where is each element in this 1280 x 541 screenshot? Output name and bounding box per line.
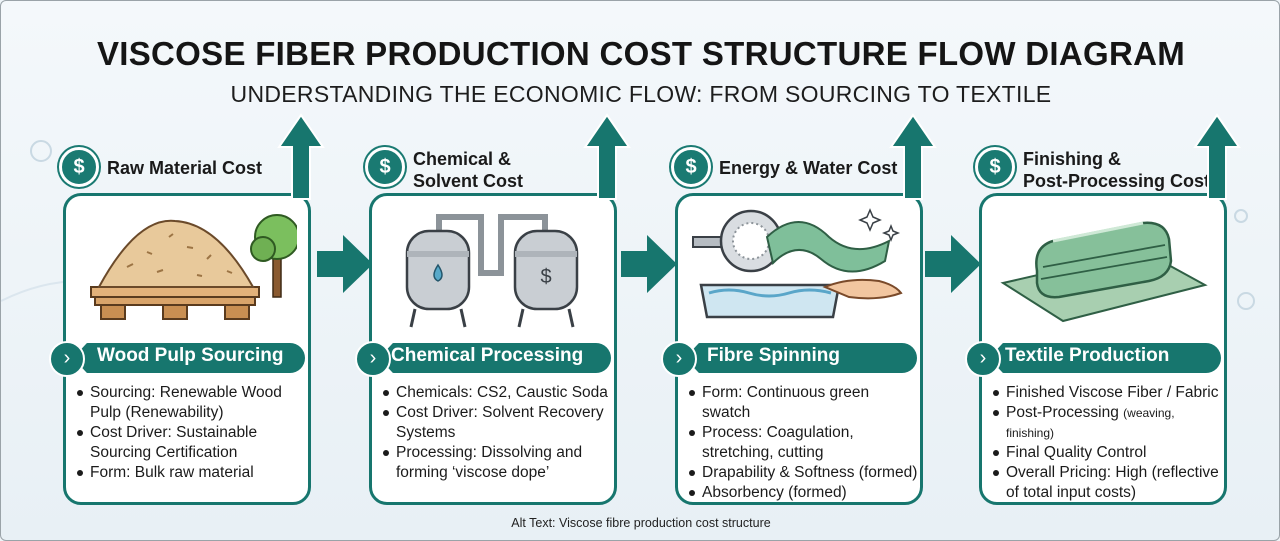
cost-heading: Raw Material Cost [107, 157, 277, 179]
dollar-coin-icon: $ [365, 147, 405, 187]
wood-pulp-pallet-icon [90, 214, 297, 320]
cost-heading-line2: Post-Processing Cost [1023, 171, 1211, 191]
bullet-item: Overall Pricing: High (reflective of tot… [993, 463, 1223, 503]
chevron-right-icon: › [661, 341, 697, 377]
flow-arrow-icon [621, 235, 677, 293]
stage-label-pill: › Textile Production [965, 341, 1221, 377]
cost-heading-line2: Solvent Cost [413, 171, 524, 191]
stage-label-pill: › Fibre Spinning [661, 341, 917, 377]
bullet-item: Form: Bulk raw material [77, 463, 307, 483]
dollar-coin-icon: $ [975, 147, 1015, 187]
stage-label: Wood Pulp Sourcing [97, 345, 284, 366]
bullet-item: Cost Driver: Solvent Recovery Systems [383, 403, 613, 443]
stage-label-bar [685, 343, 917, 373]
cost-heading: Energy & Water Cost [719, 157, 909, 179]
fibre-spinning-icon [692, 208, 903, 319]
cost-heading-line1: Chemical & [413, 149, 512, 169]
chevron-right-icon: › [49, 341, 85, 377]
chevron-right-icon: › [965, 341, 1001, 377]
bullet-item: Finished Viscose Fiber / Fabric [993, 383, 1223, 403]
stage-raw-material: $ Raw Material Cost › Wood Pulp Sourcing [49, 113, 325, 505]
stage-label-pill: › Chemical Processing [355, 341, 611, 377]
bullet-item: Sourcing: Renewable Wood Pulp (Renewabil… [77, 383, 307, 423]
stage-energy-water: $ Energy & Water Cost › Fibre Spinning F… [661, 113, 937, 505]
diagram-title: VISCOSE FIBER PRODUCTION COST STRUCTURE … [96, 35, 1186, 72]
bullet-item: Processing: Dissolving and forming ‘visc… [383, 443, 613, 483]
stage-chemical: $ Chemical & Solvent Cost $ › Chemical P… [355, 113, 631, 505]
stage-label: Fibre Spinning [707, 345, 840, 366]
bullet-item: Chemicals: CS2, Caustic Soda [383, 383, 613, 403]
stage-label-pill: › Wood Pulp Sourcing [49, 341, 305, 377]
stage-bullet-list: Finished Viscose Fiber / Fabric Post-Pro… [993, 383, 1223, 503]
cost-heading-line1: Raw Material Cost [107, 158, 263, 178]
bullet-item: Process: Coagulation, stretching, cuttin… [689, 423, 919, 463]
cost-heading-line1: Energy & Water Cost [719, 158, 898, 178]
cost-heading: Finishing & Post-Processing Cost [1023, 148, 1223, 192]
stage-bullet-list: Form: Continuous green swatch Process: C… [689, 383, 919, 503]
stage-label: Chemical Processing [391, 345, 584, 366]
cost-heading-line1: Finishing & [1023, 149, 1121, 169]
alt-text-caption: Alt Text: Viscose fibre production cost … [511, 516, 771, 530]
stage-label-bar [73, 343, 305, 373]
bullet-text: Post-Processing [1006, 404, 1119, 421]
dollar-coin-icon: $ [59, 147, 99, 187]
stage-bullet-list: Sourcing: Renewable Wood Pulp (Renewabil… [77, 383, 307, 483]
folded-fabric-icon [1000, 221, 1208, 323]
dollar-coin-icon: $ [671, 147, 711, 187]
stage-label-bar [989, 343, 1221, 373]
up-arrow-icon [889, 113, 937, 200]
bullet-item: Cost Driver: Sustainable Sourcing Certif… [77, 423, 307, 463]
bullet-item: Drapability & Softness (formed) [689, 463, 919, 483]
chevron-right-icon: › [355, 341, 391, 377]
flow-arrow-icon [925, 235, 981, 293]
bullet-item: Absorbency (formed) [689, 483, 919, 503]
bullet-item: Post-Processing (weaving, finishing) [993, 403, 1223, 443]
svg-text:$: $ [540, 266, 551, 288]
bullet-item: Form: Continuous green swatch [689, 383, 919, 423]
up-arrow-icon [583, 113, 631, 200]
diagram-subtitle: UNDERSTANDING THE ECONOMIC FLOW: FROM SO… [230, 81, 1052, 107]
stage-label-bar [379, 343, 611, 373]
up-arrow-icon [1193, 113, 1241, 200]
up-arrow-icon [277, 113, 325, 200]
flow-arrow-icon [317, 235, 373, 293]
bullet-note: (weaving, finishing) [1006, 406, 1175, 440]
stage-bullet-list: Chemicals: CS2, Caustic Soda Cost Driver… [383, 383, 613, 483]
cost-heading: Chemical & Solvent Cost [413, 148, 583, 192]
stage-label: Textile Production [1005, 345, 1170, 366]
chemical-tanks-icon: $ [405, 214, 579, 328]
bullet-item: Final Quality Control [993, 443, 1223, 463]
stage-finishing: $ Finishing & Post-Processing Cost › Tex… [965, 113, 1241, 505]
